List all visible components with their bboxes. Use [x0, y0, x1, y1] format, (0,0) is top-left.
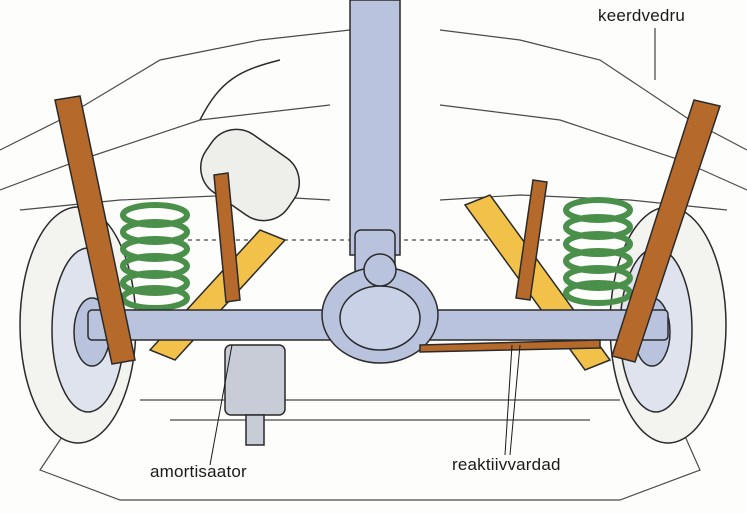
right-coil-spring — [563, 197, 633, 306]
trailing-arms — [54, 95, 721, 365]
left-coil-spring — [120, 202, 190, 311]
label-trailing-arms: reaktiivvardad — [452, 455, 561, 474]
exhaust-silencer — [199, 59, 301, 222]
label-coil-spring: keerdvedru — [598, 6, 686, 25]
shock-absorber — [224, 344, 286, 446]
propeller-shaft — [349, 0, 401, 276]
label-shock-absorber: amortisaator — [150, 462, 247, 481]
rear-axle — [87, 253, 669, 364]
leader-lines — [209, 28, 656, 466]
